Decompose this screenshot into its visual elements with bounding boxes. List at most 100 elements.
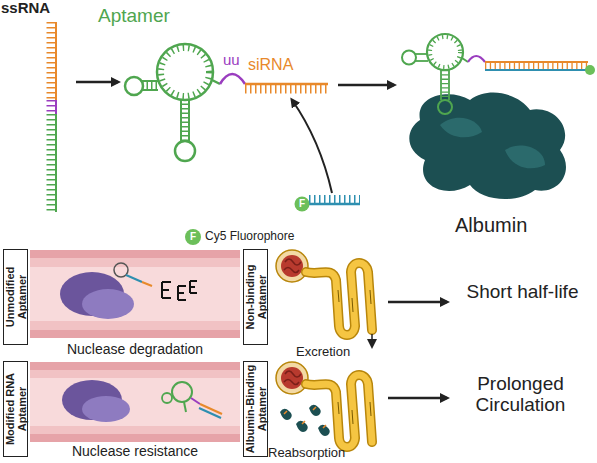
vessel-lumen — [30, 370, 240, 434]
text-label: Albumin — [455, 214, 545, 236]
vessel-wall — [30, 250, 240, 338]
aptamer-structure — [125, 44, 328, 161]
text-label: ssRNA — [1, 0, 61, 17]
vessel-wall — [30, 362, 240, 442]
aptamer-loop — [162, 393, 172, 403]
annealing-arrow — [292, 100, 332, 193]
stem-line — [415, 53, 428, 55]
nephron — [276, 362, 372, 447]
albumin-protein — [409, 93, 566, 199]
outcome-arrow — [388, 301, 447, 304]
stem-rungs — [442, 70, 449, 100]
uu-linker — [468, 56, 485, 62]
nuclease — [82, 289, 134, 319]
stem-rungs — [142, 81, 158, 90]
albumin-dot — [309, 405, 321, 416]
bases-teal — [309, 195, 360, 203]
aptamer-fragment — [114, 263, 128, 277]
albumin-dot — [296, 421, 308, 432]
aptamer-loop — [172, 382, 192, 402]
aptamer-tail — [126, 275, 142, 282]
strand-purple — [55, 100, 57, 114]
uu-linker — [191, 398, 200, 404]
row-label-box: Unmodified Aptamer — [3, 249, 28, 345]
sirna-tail — [284, 407, 326, 428]
fluorophore-dot — [295, 197, 310, 212]
strand-teal — [309, 203, 360, 206]
small-loop — [402, 51, 416, 65]
text-label: F — [186, 231, 200, 242]
small-loop — [175, 141, 195, 161]
strand-teal — [199, 408, 221, 418]
row-label: Albumin-Binding Aptamer — [244, 364, 268, 454]
stem-line — [184, 402, 186, 412]
fluorophore-dot — [585, 65, 595, 75]
stem-line — [180, 99, 182, 141]
row-label: Unmodified Aptamer — [4, 252, 28, 342]
aptamer-tail — [142, 282, 152, 286]
degraded-fragments — [162, 281, 197, 300]
bowman-capsule — [276, 250, 308, 282]
small-loop — [438, 100, 452, 114]
outcome-arrow — [388, 397, 447, 400]
text-label: Cy5 Fluorophore — [205, 230, 315, 243]
step-arrow — [338, 84, 394, 87]
row-label-box: Albumin-Binding Aptamer — [243, 361, 268, 457]
stem-line — [212, 80, 220, 84]
text-label: Short half-life — [465, 282, 580, 303]
text-label: Nuclease degradation — [40, 342, 230, 357]
stem-rungs — [181, 99, 189, 141]
loop-bases — [161, 48, 209, 96]
ssrna-strand — [51, 22, 56, 212]
loop-bases — [430, 37, 460, 67]
text-label: F — [295, 198, 309, 209]
vessel-core — [30, 378, 240, 426]
text-label: Aptamer — [98, 6, 188, 27]
glomerulus-capillaries — [284, 259, 301, 273]
tubule — [306, 263, 372, 335]
row-label-box: Modified RNA Aptamer — [3, 361, 28, 457]
sirna-bases — [485, 63, 588, 69]
row-label: Non-binding Aptamer — [244, 252, 268, 342]
stem-line — [188, 99, 190, 141]
big-loop — [427, 34, 463, 70]
flow-marks — [338, 290, 371, 312]
text-label: siRNA — [248, 56, 308, 74]
glomerulus — [281, 255, 303, 277]
text-label: Reabsorption — [268, 446, 358, 460]
text-label: Nuclease resistance — [40, 444, 230, 459]
step-arrow — [76, 81, 118, 84]
row-label: Modified RNA Aptamer — [4, 364, 28, 454]
sirna-strand — [485, 61, 588, 63]
complementary-strand — [292, 100, 360, 212]
vessel-lumen — [30, 258, 240, 330]
text-label: Prolonged Circulation — [458, 374, 583, 416]
text-label: uu — [223, 52, 247, 69]
bases-green — [47, 114, 56, 212]
strand-teal — [485, 69, 588, 71]
nephron — [276, 250, 372, 335]
bases-orange — [47, 22, 56, 100]
reabsorbed-complexes — [280, 405, 330, 436]
albumin-dot — [280, 409, 292, 420]
uu-linker — [220, 74, 245, 84]
vessel-modified — [30, 362, 240, 442]
fluorophore-key-dot — [185, 229, 201, 245]
stem-line — [415, 60, 428, 62]
excretion-arrow — [371, 334, 373, 346]
nuclease — [82, 396, 130, 422]
albumin-complex — [402, 34, 595, 199]
strand-green — [55, 114, 57, 212]
vessel-core — [30, 267, 240, 321]
albumin-highlight — [440, 118, 482, 138]
sirna-bases — [245, 85, 328, 94]
text-label: Excretion — [296, 345, 366, 359]
tubule-outline — [306, 263, 372, 335]
vessel-unmodified — [30, 250, 240, 338]
stem-line — [172, 395, 173, 397]
albumin-highlight — [505, 146, 545, 169]
big-loop — [157, 44, 213, 100]
small-loop — [125, 77, 143, 95]
bases-purple — [47, 100, 56, 114]
